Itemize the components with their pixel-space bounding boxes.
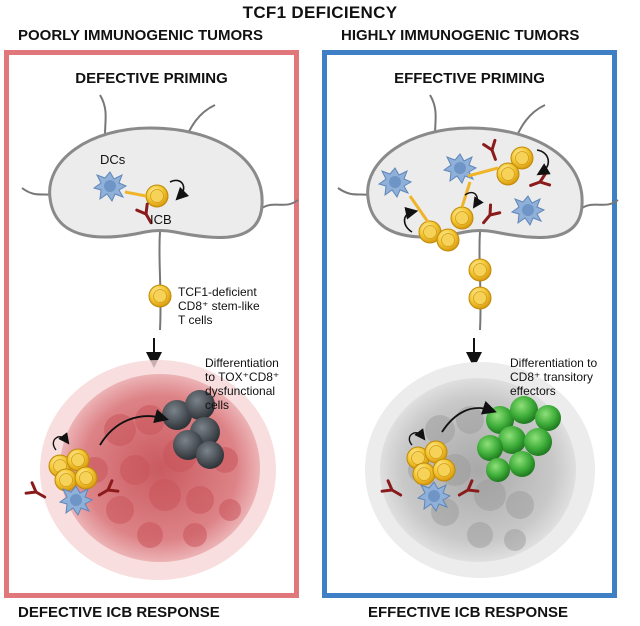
dcs-label: DCs (100, 152, 126, 167)
right-tumor-tcell-4 (432, 458, 456, 482)
right-diff-label-line3: effectors (510, 384, 556, 398)
right-exiting-tcell-1 (468, 258, 492, 282)
left-exiting-tcell (148, 284, 172, 308)
right-diff-label-line2: CD8⁺ transitory (510, 370, 594, 384)
left-diff-label-line3: dysfunctional (205, 384, 276, 398)
left-footer: DEFECTIVE ICB RESPONSE (18, 604, 220, 621)
left-proliferation-arrow (169, 179, 190, 201)
left-primed-tcell (145, 184, 169, 208)
right-effector-cells (477, 396, 561, 482)
left-differentiation-arrow (99, 409, 169, 446)
figure-title: TCF1 DEFICIENCY (242, 3, 398, 22)
right-footer: EFFECTIVE ICB RESPONSE (368, 604, 569, 621)
right-node-tcell-2 (496, 162, 520, 186)
tcell-label-line1: TCF1-deficient (178, 285, 257, 299)
tcell-label-line2: CD8⁺ stem-like (178, 299, 260, 313)
icb-label: ICB (150, 212, 172, 227)
right-tumor-tcell-3 (412, 462, 436, 486)
right-panel-heading: EFFECTIVE PRIMING (394, 70, 545, 87)
left-lymph-node (48, 126, 264, 239)
left-panel-heading: DEFECTIVE PRIMING (75, 70, 228, 87)
right-differentiation-arrow (441, 400, 497, 433)
left-dysfunctional-cells (162, 390, 224, 469)
right-diff-label-line1: Differentiation to (510, 356, 598, 370)
left-diff-label-line4: cells (205, 398, 230, 412)
right-exiting-tcell-2 (468, 286, 492, 310)
right-tumor (365, 362, 595, 578)
left-tumor-tcell-3 (54, 468, 78, 492)
left-diff-label-line2: to TOX⁺CD8⁺ (205, 370, 280, 384)
right-node-tcell-5 (436, 228, 460, 252)
left-column-title: POORLY IMMUNOGENIC TUMORS (18, 27, 264, 44)
tcell-label-line3: T cells (178, 313, 213, 327)
left-diff-label-line1: Differentiation (205, 356, 279, 370)
right-node-tcell-3 (450, 206, 474, 230)
right-column-title: HIGHLY IMMUNOGENIC TUMORS (341, 27, 580, 44)
left-tumor-tcell-4 (74, 466, 98, 490)
